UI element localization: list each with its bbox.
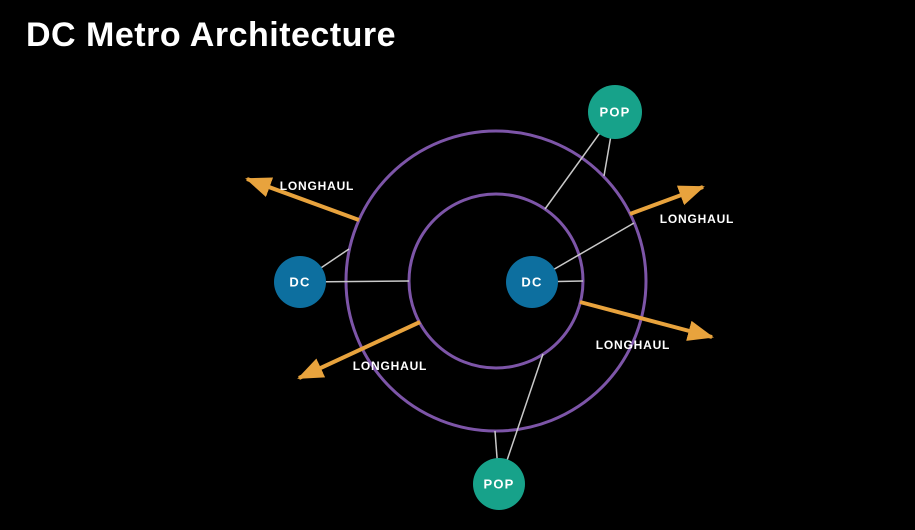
node-dc-left: DC [274, 256, 326, 308]
longhaul-arrow-line [297, 320, 421, 380]
node-dc-center: DC [506, 256, 558, 308]
longhaul-arrow-line [579, 300, 714, 341]
dc-node-circle [506, 256, 558, 308]
pop-node-circle [473, 458, 525, 510]
longhaul-label: LONGHAUL [353, 359, 427, 373]
longhaul-label: LONGHAUL [660, 212, 734, 226]
dc-node-circle [274, 256, 326, 308]
node-label: POP [483, 477, 514, 492]
pop-node-circle [588, 85, 642, 139]
longhaul-label: LONGHAUL [280, 179, 354, 193]
node-label: POP [599, 105, 630, 120]
longhaul-arrow-upper-left: LONGHAUL [245, 177, 360, 222]
longhaul-arrow-lower-right: LONGHAUL [579, 300, 714, 352]
longhaul-arrow-upper-right: LONGHAUL [629, 185, 734, 226]
longhaul-arrow-lower-left: LONGHAUL [297, 320, 427, 380]
node-label: DC [521, 275, 542, 290]
longhaul-arrow-line [245, 177, 360, 222]
node-label: DC [289, 275, 310, 290]
node-pop-bottom: POP [473, 458, 525, 510]
longhaul-arrow-line [629, 185, 705, 216]
node-pop-top: POP [588, 85, 642, 139]
page-title: DC Metro Architecture [26, 16, 397, 54]
longhaul-label: LONGHAUL [596, 338, 670, 352]
